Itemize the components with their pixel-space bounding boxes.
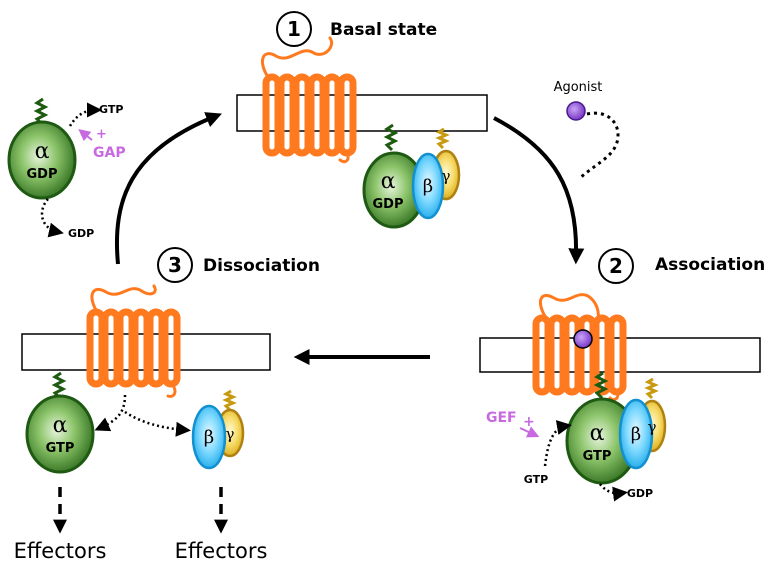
step-2-circle — [598, 248, 634, 284]
agonist-ligand — [566, 101, 586, 121]
gamma-symbol-top: γ — [442, 167, 451, 185]
receptor-left — [86, 284, 181, 398]
alpha-gdp-recycling: α GDP — [7, 97, 77, 200]
alpha-symbol-left: α — [53, 413, 68, 438]
step-3-label: 3 Dissociation — [157, 247, 320, 283]
gap-regulator: + GAP — [78, 127, 126, 161]
gtp-hydrolysis-arrow — [68, 102, 102, 127]
g-protein-top: α GDP β γ — [362, 123, 461, 229]
gdp-label-gap-out: GDP — [68, 227, 94, 240]
step-1-number: 1 — [287, 17, 301, 41]
dissociation-arrow-betagamma — [124, 410, 191, 437]
beta-subunit-right — [618, 398, 654, 470]
step-1-label: 1 Basal state — [276, 11, 437, 47]
g-protein-right: α GTP β γ — [565, 371, 667, 485]
dissociation-arrow-alpha — [94, 394, 127, 432]
step-2-label: 2 Association — [598, 248, 765, 284]
gap-plus: + — [96, 127, 107, 142]
gtp-label-left: GTP — [46, 441, 75, 456]
receptor-top — [260, 36, 357, 164]
gamma-anchor-right — [644, 377, 659, 400]
alpha-subunit-left — [25, 394, 95, 474]
effectors-label-alpha: Effectors — [14, 539, 107, 563]
step-2-number: 2 — [609, 254, 623, 278]
receptor-right — [532, 293, 627, 402]
gtp-in-arrow — [543, 420, 572, 467]
step-3-number: 3 — [168, 253, 182, 277]
step-1-title: Basal state — [330, 20, 437, 40]
gtp-label-gap: GTP — [99, 103, 123, 116]
alpha-symbol-right: α — [590, 421, 605, 446]
beta-subunit-left — [191, 404, 227, 470]
alpha-gtp-free: α GTP — [25, 371, 95, 474]
agonist-bound — [573, 329, 593, 349]
alpha-anchor-left — [51, 371, 67, 400]
gamma-anchor-top — [435, 127, 450, 150]
alpha-subunit-gap — [7, 120, 77, 200]
gdp-out-label: GDP — [627, 487, 653, 500]
beta-gamma-free: β γ — [191, 389, 245, 470]
alpha-anchor-right — [593, 371, 609, 400]
beta-subunit-top — [411, 152, 445, 220]
arrow-basal-to-association — [493, 116, 585, 265]
gamma-symbol-left: γ — [226, 425, 235, 443]
agonist: Agonist — [554, 80, 620, 180]
gdp-release-arrow — [40, 198, 64, 238]
gdp-out-arrow — [599, 483, 628, 502]
beta-symbol-left: β — [204, 427, 214, 448]
alpha-anchor-gap — [33, 97, 49, 126]
gef-plus: + — [523, 414, 535, 430]
effectors-label-betagamma: Effectors — [175, 539, 268, 563]
alpha-symbol-gap: α — [35, 139, 50, 164]
gef-regulator: GEF + — [486, 410, 540, 438]
alpha-symbol-top: α — [381, 169, 396, 194]
gap-arrow — [78, 129, 93, 142]
beta-symbol-right: β — [631, 424, 641, 445]
gef-label: GEF — [486, 410, 517, 426]
gamma-anchor-left — [222, 389, 237, 412]
agonist-dotted-trail — [579, 111, 620, 180]
gtp-in-label: GTP — [524, 473, 548, 486]
arrow-dissociation-to-basal — [114, 112, 222, 265]
alpha-anchor-top — [383, 123, 399, 152]
beta-symbol-top: β — [423, 176, 433, 197]
gtp-label-right: GTP — [583, 449, 612, 464]
gamma-symbol-right: γ — [648, 418, 657, 436]
gap-label: GAP — [93, 145, 126, 161]
step-2-title: Association — [655, 255, 765, 275]
gef-arrow — [519, 426, 540, 438]
step-3-circle — [157, 247, 193, 283]
gdp-label-gap: GDP — [27, 167, 58, 182]
step-1-circle — [276, 11, 312, 47]
step-3-title: Dissociation — [203, 256, 320, 276]
gdp-label-top: GDP — [373, 197, 404, 212]
agonist-label: Agonist — [554, 80, 603, 95]
